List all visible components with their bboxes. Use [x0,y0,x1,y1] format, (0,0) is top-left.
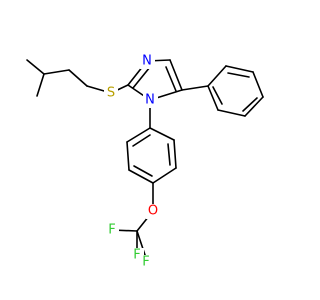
bond [212,86,223,105]
bond [126,127,151,143]
bond [126,141,130,171]
bond [36,73,45,97]
bond [217,109,246,117]
atom-oxygen: O [148,204,158,219]
bond [207,85,219,111]
atom-n-substituted: N [145,93,155,108]
bond [167,143,171,166]
bond [242,97,258,112]
bond [169,59,183,91]
molecule-structure: N N S O F F F [26,54,264,270]
bond [244,96,264,117]
bond [43,69,70,75]
atom-sulfur: S [107,86,115,101]
bond [133,165,153,177]
bond [152,167,177,184]
bond [165,66,177,92]
atom-labels: N N S O F F F [104,54,161,270]
atom-fluorine-right: F [142,255,149,270]
bond [252,71,264,98]
atom-fluorine-middle: F [133,248,140,263]
bond [149,127,175,141]
atom-fluorine-left: F [108,223,115,238]
bond [227,72,250,78]
bond [128,169,154,184]
bond [26,59,45,75]
structure-canvas: N N S O F F F [26,54,264,270]
bond [132,134,151,147]
bond [173,139,177,169]
bond [132,66,151,89]
bond [68,69,88,87]
bond [181,85,209,91]
bond [136,230,147,259]
bond [225,65,254,73]
bond [207,65,227,87]
atom-n-imine: N [142,54,152,69]
bonds [26,59,264,259]
